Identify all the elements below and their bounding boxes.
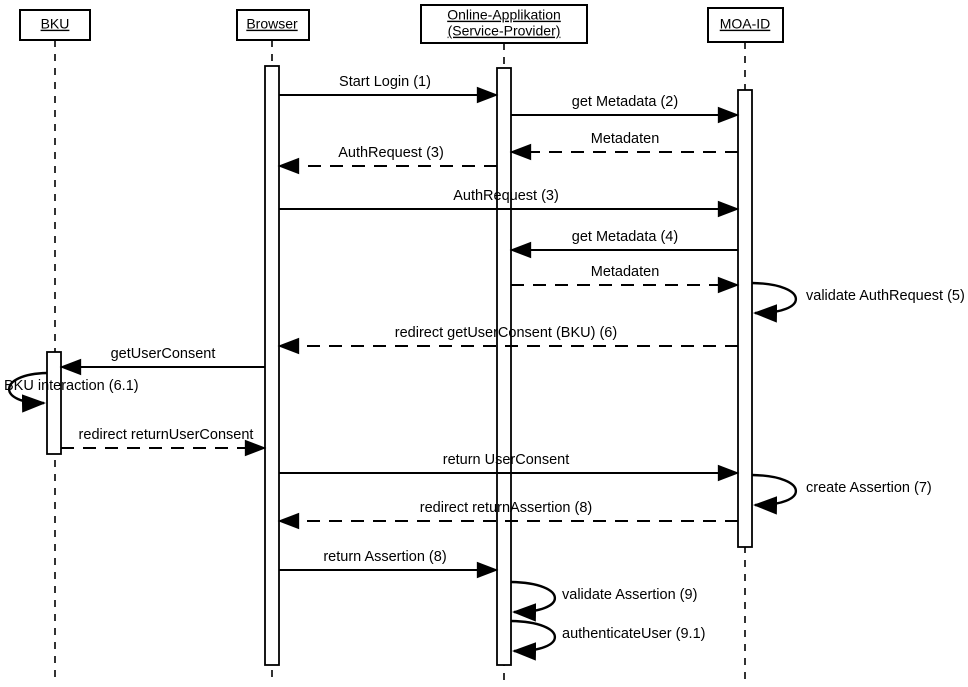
messages-layer: Start Login (1) get Metadata (2) Metadaten… xyxy=(4,74,965,661)
activation-bar-bku xyxy=(46,351,62,455)
message-label-m4: AuthRequest (3) xyxy=(338,145,444,161)
message-label-m14: create Assertion (7) xyxy=(806,480,932,496)
message-label-m11: BKU interaction (6.1) xyxy=(4,378,139,394)
self-message-arrow-m18 xyxy=(510,619,557,661)
message-label-m3: Metadaten xyxy=(591,131,660,147)
self-message-arrow-m11 xyxy=(7,371,48,413)
participant-box-oa[interactable] xyxy=(420,4,588,44)
message-label-m10: getUserConsent xyxy=(111,346,216,362)
message-label-m1: Start Login (1) xyxy=(339,74,431,90)
participant-box-bku[interactable] xyxy=(19,9,91,41)
message-label-m15: redirect returnAssertion (8) xyxy=(420,500,592,516)
activation-bar-oa xyxy=(496,67,512,666)
self-message-arrow-m17 xyxy=(510,580,557,622)
message-label-m12: redirect returnUserConsent xyxy=(79,427,254,443)
participant-label-browser: Browser xyxy=(246,16,298,32)
participant-label-oa: (Service-Provider) xyxy=(448,23,561,39)
message-label-m17: validate Assertion (9) xyxy=(562,587,697,603)
message-label-m16: return Assertion (8) xyxy=(323,549,446,565)
message-label-m8: validate AuthRequest (5) xyxy=(806,288,965,304)
activation-bar-moaid xyxy=(737,89,753,548)
message-label-m6: get Metadata (4) xyxy=(572,229,678,245)
message-label-m13: return UserConsent xyxy=(443,452,570,468)
message-label-m18: authenticateUser (9.1) xyxy=(562,626,705,642)
participant-label-oa: Online-Applikation xyxy=(447,7,561,23)
participant-box-browser[interactable] xyxy=(236,9,310,41)
participant-label-moaid: MOA-ID xyxy=(720,16,771,32)
self-message-arrow-m14 xyxy=(751,473,798,515)
message-label-m7: Metadaten xyxy=(591,264,660,280)
participant-label-bku: BKU xyxy=(41,16,70,32)
activations-layer xyxy=(46,65,753,666)
message-label-m2: get Metadata (2) xyxy=(572,94,678,110)
self-message-arrow-m8 xyxy=(751,281,798,323)
message-label-m9: redirect getUserConsent (BKU) (6) xyxy=(395,325,617,341)
message-label-m5: AuthRequest (3) xyxy=(453,188,559,204)
activation-bar-browser xyxy=(264,65,280,666)
headers-layer: BKU Browser Online-Applikation(Service-Pro… xyxy=(19,4,784,44)
participant-box-moaid[interactable] xyxy=(707,7,784,43)
